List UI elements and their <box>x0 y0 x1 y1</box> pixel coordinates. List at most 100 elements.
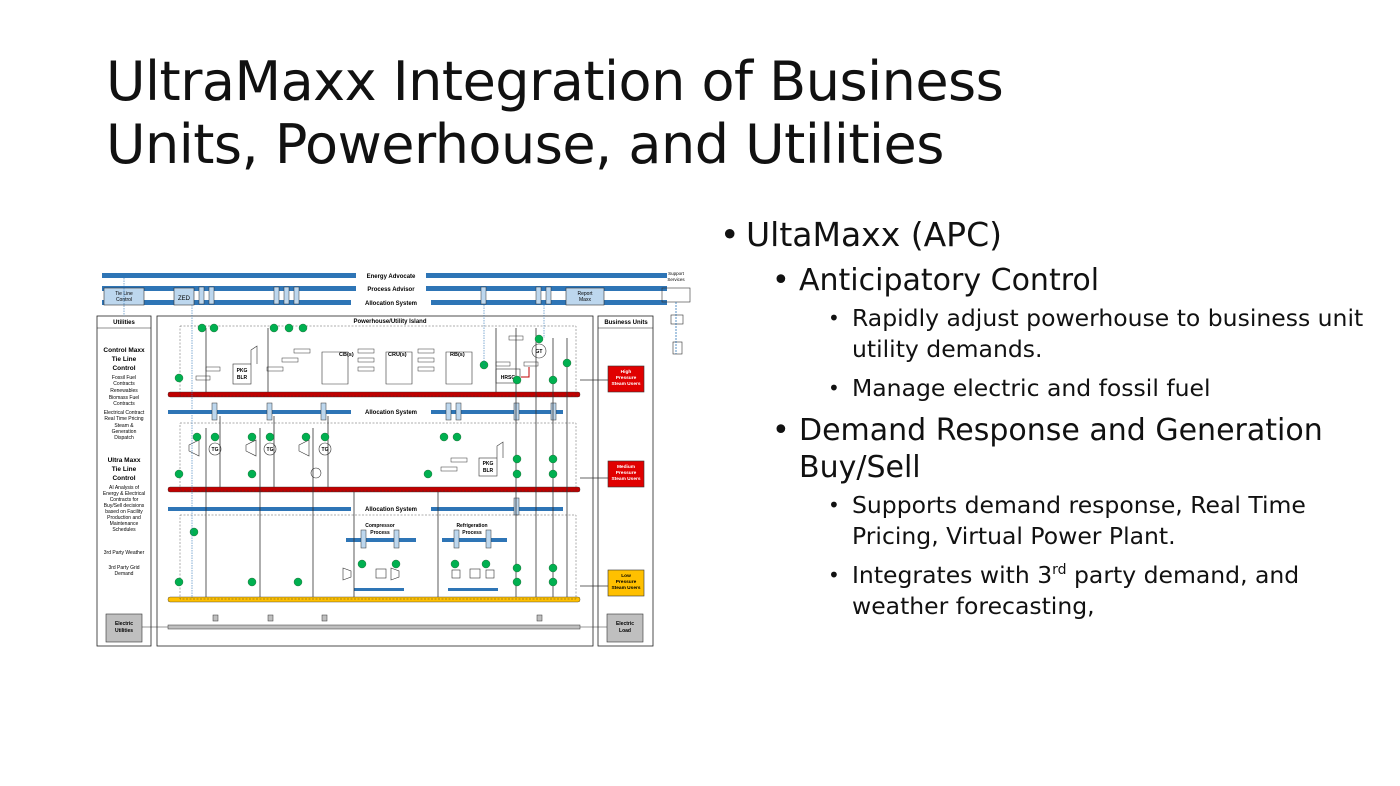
bullet-supports-demand-response: •Supports demand response, Real Time Pri… <box>828 491 1306 550</box>
high-pressure-users-box <box>607 365 645 393</box>
electric-bus <box>167 624 581 630</box>
svg-text:Utilities: Utilities <box>115 628 133 634</box>
svg-text:Renewables: Renewables <box>110 388 138 394</box>
report-maxx-box <box>565 287 605 306</box>
svg-text:Pressure: Pressure <box>616 470 637 476</box>
svg-text:Pressure: Pressure <box>616 375 637 381</box>
zed-box <box>173 287 195 306</box>
svg-text:Maxx: Maxx <box>579 297 591 303</box>
svg-text:Generation: Generation <box>112 429 137 435</box>
bullet-demand-response: •Demand Response and Generation Buy/Sell <box>772 413 1323 485</box>
svg-text:AI Analysis of: AI Analysis of <box>109 485 140 491</box>
svg-text:Allocation System: Allocation System <box>365 410 417 416</box>
compressor-allocation-bar <box>346 538 416 542</box>
svg-text:HRSG: HRSG <box>501 375 516 381</box>
medium-pressure-users-box <box>607 460 645 488</box>
title-line-1: UltraMaxx Integration of Business <box>106 50 1004 113</box>
low-pressure-header <box>167 596 581 603</box>
powerhouse-label: Powerhouse/Utility Island <box>353 319 426 325</box>
svg-text:Fossil Fuel: Fossil Fuel <box>112 375 136 381</box>
svg-text:Dispatch: Dispatch <box>114 435 134 441</box>
svg-text:CRU(s): CRU(s) <box>388 352 407 358</box>
svg-text:Schedules: Schedules <box>112 527 136 533</box>
gt-unit <box>531 343 547 359</box>
refrigeration-allocation-bar <box>442 538 507 542</box>
bullet-manage-fuel: •Manage electric and fossil fuel <box>828 374 1211 402</box>
svg-text:BLR: BLR <box>237 375 248 381</box>
svg-text:Control: Control <box>112 365 135 372</box>
utilities-label: Utilities <box>113 320 135 326</box>
pkg-blr-mp-box <box>478 457 498 477</box>
svg-text:Buy/Sell decisions: Buy/Sell decisions <box>104 503 145 509</box>
high-pressure-header <box>167 391 581 398</box>
title-line-2: Units, Powerhouse, and Utilities <box>106 113 944 176</box>
svg-text:based on Facility: based on Facility <box>105 509 143 515</box>
svg-text:Report: Report <box>577 291 593 297</box>
support-services-label: Support <box>668 271 685 276</box>
bullet-rapidly-adjust: •Rapidly adjust powerhouse to business u… <box>828 304 1364 363</box>
business-units-label: Business Units <box>604 320 648 326</box>
svg-text:Ultra Maxx: Ultra Maxx <box>108 457 141 464</box>
svg-text:High: High <box>621 369 632 375</box>
svg-text:Medium: Medium <box>617 464 635 470</box>
allocation-system-top-label: Allocation System <box>365 301 417 307</box>
bullet-ultamaxx: •UltaMaxx (APC) <box>720 215 1002 254</box>
low-pressure-users-box <box>607 569 645 597</box>
svg-text:Load: Load <box>619 628 631 634</box>
process-advisor-label: Process Advisor <box>367 287 415 293</box>
svg-text:TG: TG <box>322 447 329 453</box>
medium-pressure-header <box>167 486 581 493</box>
svg-text:Allocation System: Allocation System <box>365 507 417 513</box>
bullet-anticipatory-control: •Anticipatory Control <box>772 263 1100 298</box>
svg-text:Energy & Electrical: Energy & Electrical <box>103 491 145 497</box>
svg-text:Demand: Demand <box>115 571 134 577</box>
integration-diagram: Energy Advocate Process Advisor Allocati… <box>96 268 696 650</box>
bullet-integrates-third-party: •Integrates with 3rd party demand, and w… <box>828 561 1300 620</box>
svg-text:Pressure: Pressure <box>616 579 637 585</box>
svg-text:Contracts: Contracts <box>113 381 135 387</box>
monitor-icon <box>670 314 684 325</box>
compressor-motor <box>375 568 387 579</box>
svg-text:CB(s): CB(s) <box>339 352 354 358</box>
cb-unit <box>321 351 349 385</box>
svg-text:TG: TG <box>267 447 274 453</box>
svg-text:Process: Process <box>370 530 390 536</box>
svg-text:Biomass Fuel: Biomass Fuel <box>109 395 139 401</box>
svg-text:Low: Low <box>621 573 631 579</box>
rb-unit <box>445 351 473 385</box>
electric-utilities-box <box>105 613 143 643</box>
svg-text:3rd Party Weather: 3rd Party Weather <box>104 550 145 556</box>
zed-label: ZED <box>178 296 191 302</box>
pkg-blr-box <box>232 363 252 385</box>
svg-text:Electric: Electric <box>115 621 133 627</box>
valve-markers <box>174 323 572 587</box>
svg-text:BLR: BLR <box>483 468 494 474</box>
svg-text:Contracts for: Contracts for <box>110 497 139 503</box>
control-maxx-text: Control Maxx Tie Line Control Fossil Fue… <box>103 347 145 577</box>
svg-text:Electrical Contract: Electrical Contract <box>104 410 145 416</box>
slide-title: UltraMaxx Integration of Business Units,… <box>106 50 1006 176</box>
svg-text:Steam Users: Steam Users <box>611 381 640 387</box>
svg-text:Services: Services <box>667 277 685 282</box>
electric-load-box <box>606 613 644 643</box>
powerhouse-frame <box>156 315 594 647</box>
svg-text:PKG: PKG <box>237 368 248 374</box>
svg-text:Contracts: Contracts <box>113 401 135 407</box>
svg-text:GT: GT <box>536 349 543 355</box>
svg-text:Maintenance: Maintenance <box>110 521 139 527</box>
svg-text:Steam Users: Steam Users <box>611 585 640 591</box>
refrigeration-process-label: Refrigeration <box>456 523 487 529</box>
svg-text:Real Time Pricing: Real Time Pricing <box>104 416 143 422</box>
svg-text:RB(s): RB(s) <box>450 352 465 358</box>
svg-text:Tie Line: Tie Line <box>112 466 137 473</box>
tablet-icon <box>672 341 683 355</box>
svg-text:3rd Party Grid: 3rd Party Grid <box>108 565 139 571</box>
svg-text:Control Maxx: Control Maxx <box>103 347 145 354</box>
svg-text:Control: Control <box>116 297 132 303</box>
svg-text:Control: Control <box>112 475 135 482</box>
svg-text:TG: TG <box>212 447 219 453</box>
turbine-generators: TG TG TG <box>188 439 332 479</box>
cru-unit <box>385 351 413 385</box>
business-units-frame <box>597 315 654 647</box>
svg-text:Steam &: Steam & <box>114 423 134 429</box>
